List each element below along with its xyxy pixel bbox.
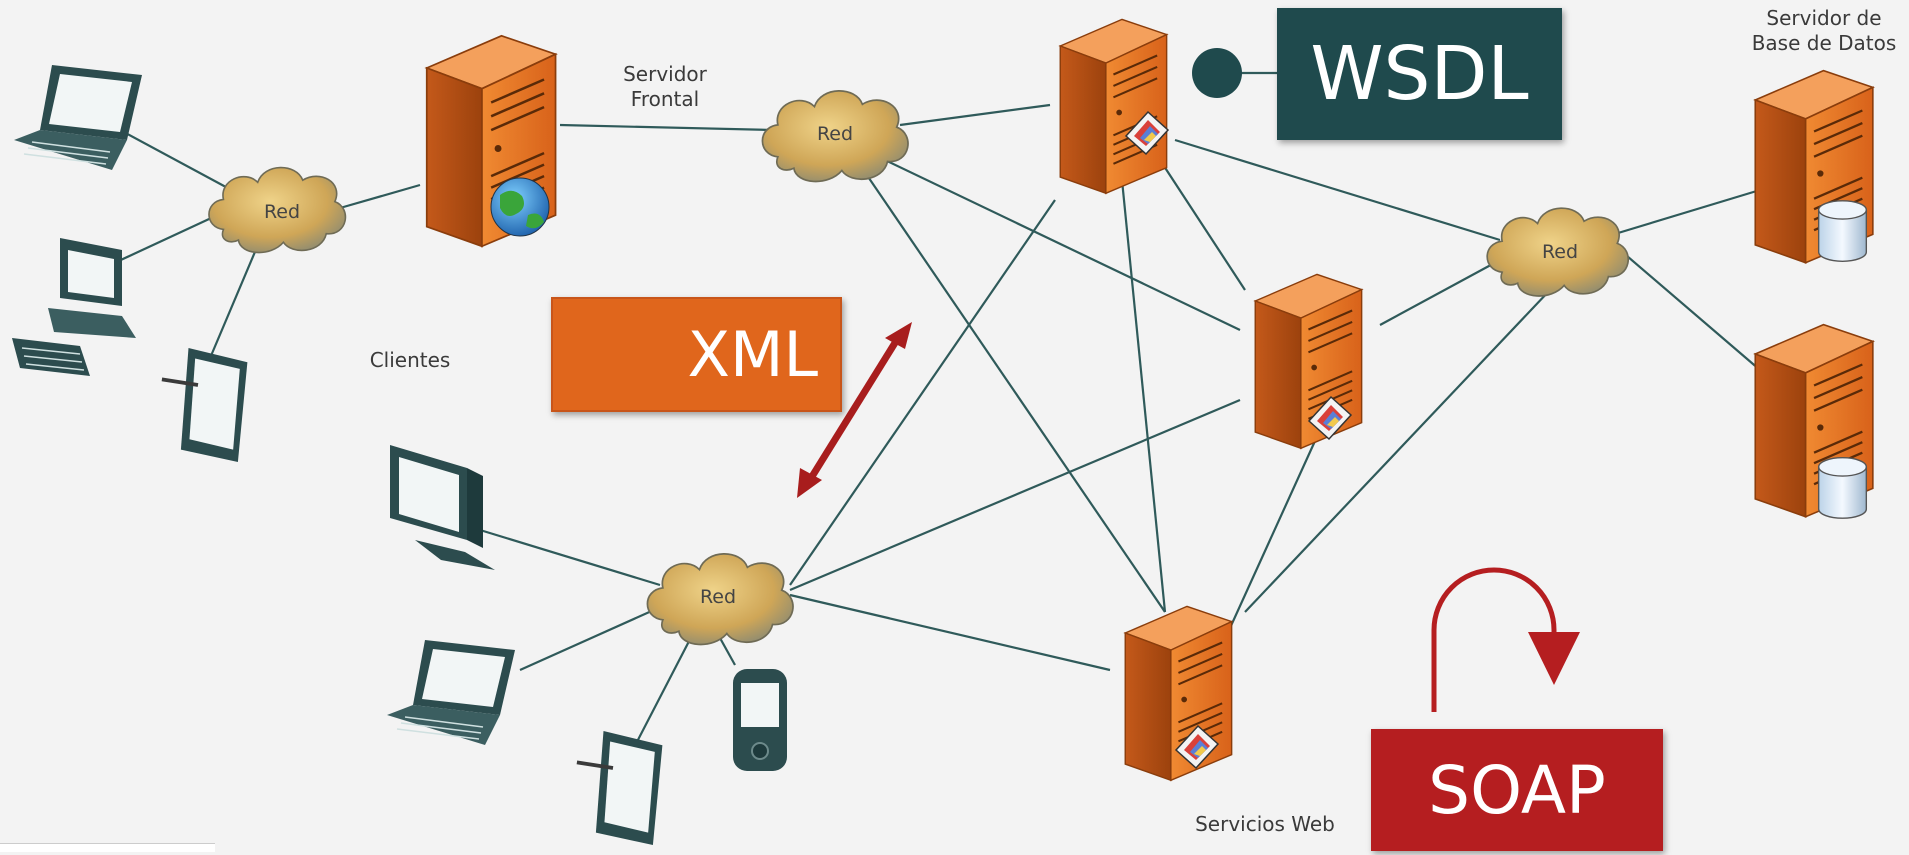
desktop-computer-icon [11, 237, 137, 377]
double-arrow-icon [797, 322, 912, 498]
mobile-phone-icon [732, 668, 788, 772]
server-icon [1058, 18, 1169, 195]
wsdl-box: WSDL [1277, 8, 1562, 140]
database-icon [1817, 457, 1868, 519]
xml-label: XML [687, 318, 818, 391]
server-icon [1123, 605, 1234, 782]
laptop-icon [13, 64, 143, 171]
laptop-icon [386, 639, 516, 746]
xml-box: XML [551, 297, 842, 412]
wsdl-connector [1192, 48, 1277, 98]
globe-icon [490, 177, 550, 237]
cloud-label: Red [700, 586, 736, 608]
status-strip [0, 843, 215, 852]
cloud-label: Red [1542, 241, 1578, 263]
tablet-icon [575, 729, 665, 847]
servidor-bd-label: Servidor de Base de Datos [1751, 6, 1897, 55]
servidor-frontal-label: Servidor Frontal [623, 62, 707, 111]
monitor-icon [390, 445, 495, 570]
server-icon [1253, 273, 1364, 450]
u-turn-arrow-icon [1431, 567, 1580, 712]
cloud-label: Red [817, 123, 853, 145]
servicios-web-label: Servicios Web [1195, 812, 1335, 836]
network-links [109, 103, 1761, 766]
database-icon [1817, 200, 1868, 262]
tablet-icon [160, 346, 250, 464]
soap-box: SOAP [1371, 729, 1663, 851]
clientes-label: Clientes [369, 348, 451, 372]
cloud-label: Red [264, 201, 300, 223]
